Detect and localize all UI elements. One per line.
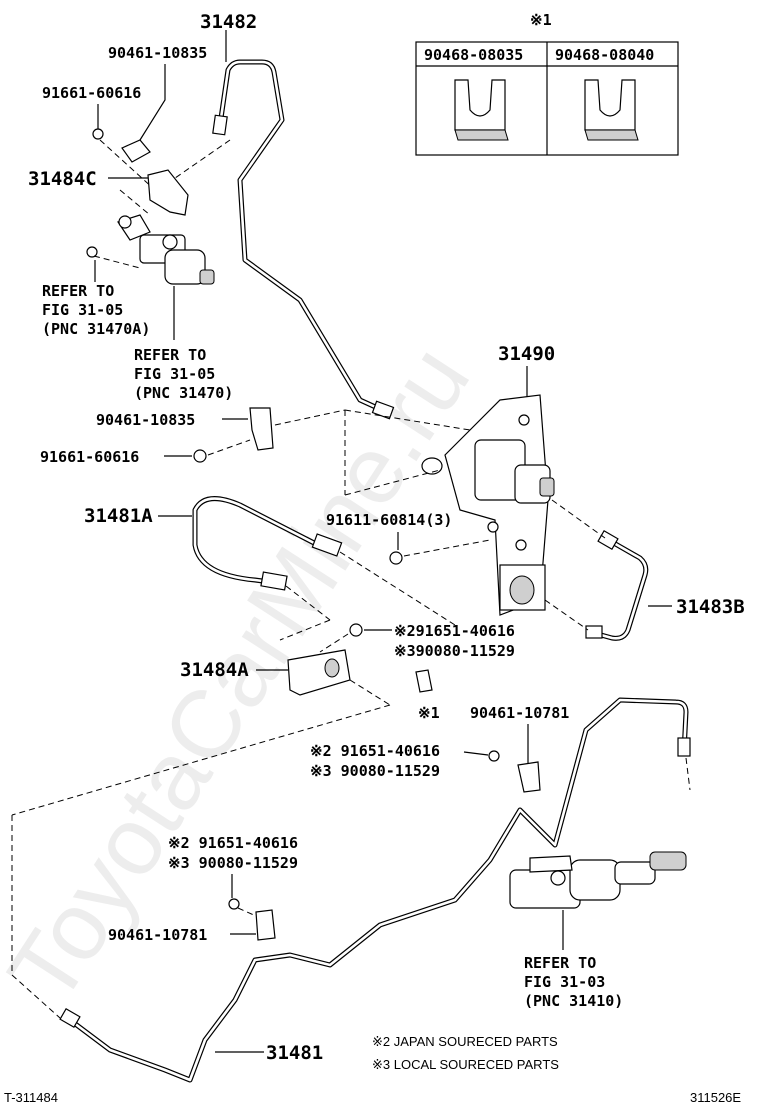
refer-31410-line2: FIG 31-03 bbox=[524, 973, 605, 991]
bolt-icon bbox=[193, 449, 207, 463]
refer-31470-line3: (PNC 31470) bbox=[134, 384, 233, 402]
clip-icon bbox=[584, 79, 639, 141]
label-90461-10835-top: 90461-10835 bbox=[108, 44, 207, 62]
bleeder-icon bbox=[86, 246, 98, 258]
refer-31470a-line1: REFER TO bbox=[42, 282, 114, 300]
table-column-1: 90468-08035 bbox=[424, 46, 523, 64]
clip-variant-table: ※1 90468-08035 90468-08040 bbox=[415, 11, 679, 156]
pipe-31483b bbox=[585, 529, 649, 641]
label-31482: 31482 bbox=[200, 11, 257, 33]
master-cylinder bbox=[509, 851, 687, 909]
label-90461-10835-mid: 90461-10835 bbox=[96, 411, 195, 429]
refer-31470a-line3: (PNC 31470A) bbox=[42, 320, 150, 338]
label-31484a: 31484A bbox=[180, 659, 249, 681]
clip-icon bbox=[415, 669, 433, 693]
label-91611-60814: 91611-60814(3) bbox=[326, 511, 452, 529]
label-31484c: 31484C bbox=[28, 168, 97, 190]
table-header-mark: ※1 bbox=[530, 11, 552, 29]
pipe-31481 bbox=[59, 697, 691, 1083]
label-mark3-90080-11529-b: ※3 90080-11529 bbox=[310, 762, 440, 780]
bracket-clamp-icon bbox=[249, 407, 274, 451]
label-31490: 31490 bbox=[498, 343, 555, 365]
label-31481a: 31481A bbox=[84, 505, 153, 527]
label-mark2-91651-40616: ※291651-40616 bbox=[394, 622, 515, 640]
bolt-icon bbox=[228, 898, 240, 910]
label-31481: 31481 bbox=[266, 1042, 323, 1064]
pipe-31482 bbox=[212, 59, 395, 420]
label-91661-60616-top: 91661-60616 bbox=[42, 84, 141, 102]
bracket-31484c-icon bbox=[147, 169, 189, 216]
bolt-icon bbox=[92, 128, 104, 140]
refer-31470a-line2: FIG 31-05 bbox=[42, 301, 123, 319]
note-japan-sourced: ※2 JAPAN SOURECED PARTS bbox=[372, 1034, 558, 1049]
label-90461-10781-left: 90461-10781 bbox=[108, 926, 207, 944]
code-right: 311526E bbox=[690, 1090, 741, 1105]
table-column-2: 90468-08040 bbox=[555, 46, 654, 64]
refer-31410-line1: REFER TO bbox=[524, 954, 596, 972]
release-cylinder bbox=[117, 214, 215, 285]
bolt-icon bbox=[349, 623, 363, 637]
label-mark2-91651-40616-c: ※2 91651-40616 bbox=[168, 834, 298, 852]
refer-31470-line2: FIG 31-05 bbox=[134, 365, 215, 383]
label-mark3-90080-11529: ※390080-11529 bbox=[394, 642, 515, 660]
bracket-clamp-icon bbox=[121, 139, 151, 163]
clip-icon bbox=[454, 79, 509, 141]
label-mark3-90080-11529-c: ※3 90080-11529 bbox=[168, 854, 298, 872]
bolt-icon bbox=[488, 750, 500, 762]
bracket-clamp-icon bbox=[255, 909, 276, 941]
label-90461-10781-right: 90461-10781 bbox=[470, 704, 569, 722]
refer-31470-line1: REFER TO bbox=[134, 346, 206, 364]
refer-31410-line3: (PNC 31410) bbox=[524, 992, 623, 1010]
bolt-icon bbox=[389, 551, 403, 565]
label-91661-60616-mid: 91661-60616 bbox=[40, 448, 139, 466]
valve-31490 bbox=[421, 394, 555, 616]
bracket-clamp-icon bbox=[517, 761, 541, 793]
label-mark2-91651-40616-b: ※2 91651-40616 bbox=[310, 742, 440, 760]
code-left: T-311484 bbox=[4, 1090, 58, 1105]
hose-31481a bbox=[192, 496, 343, 591]
label-clip-mark1: ※1 bbox=[418, 704, 440, 722]
note-local-sourced: ※3 LOCAL SOURECED PARTS bbox=[372, 1057, 559, 1072]
label-31483b: 31483B bbox=[676, 596, 745, 618]
